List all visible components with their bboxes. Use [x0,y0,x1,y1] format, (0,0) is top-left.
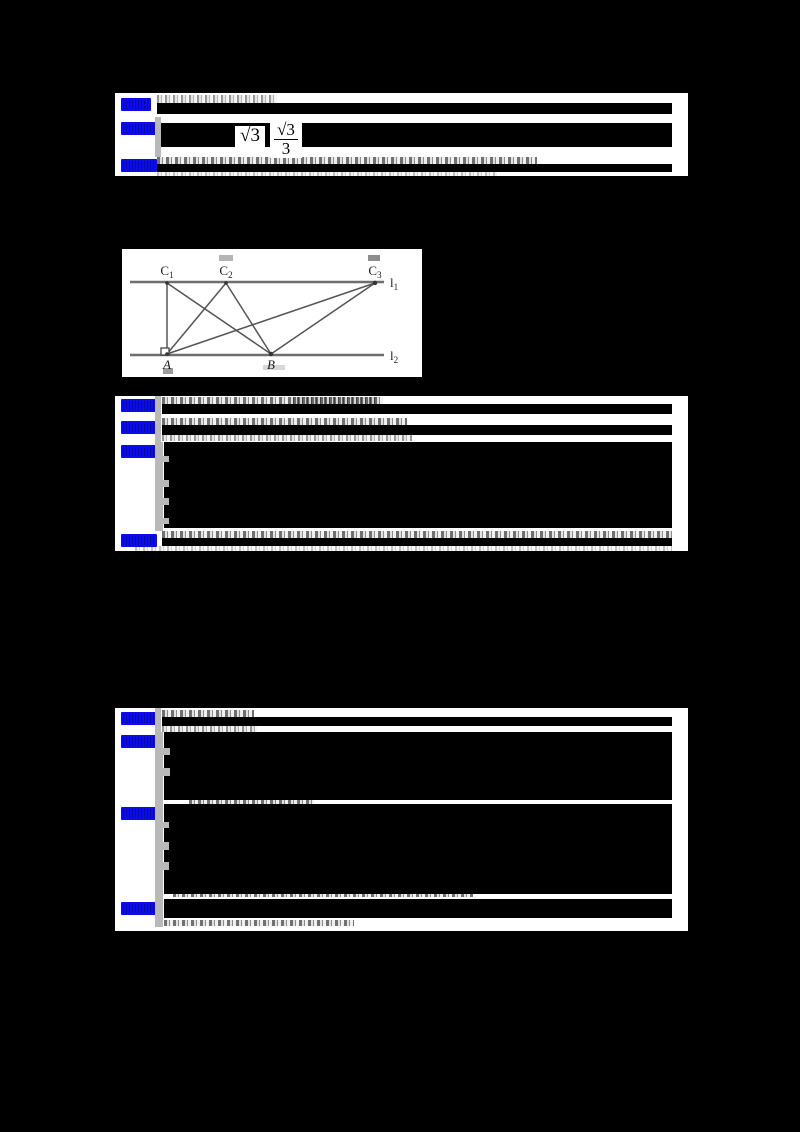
redacted-ghost-text [162,531,672,538]
segment-C1-B [166,282,272,355]
redacted-text-bar [164,804,672,894]
right-angle-marker-A [160,347,170,356]
row-gutter [163,862,169,870]
row-gutter [163,768,170,776]
label-line-l2: l2 [390,348,398,365]
question-label[interactable] [121,735,157,748]
segment-C3-B [270,282,376,355]
table-row [115,897,688,931]
table-row [115,157,688,176]
row-gutter [155,442,163,531]
question-label[interactable] [121,399,157,412]
table-row [115,396,688,418]
question-label[interactable] [121,98,151,111]
label-B: B [267,357,275,372]
row-gutter [163,748,170,755]
row-gutter [155,804,163,897]
question-label[interactable] [121,807,161,820]
redacted-ghost-text [135,546,672,551]
label-A: A [162,357,171,372]
segment-C2-B [225,282,272,355]
redacted-text-bar [157,103,672,114]
redacted-ghost-text [173,892,473,897]
redacted-ghost-text [157,157,537,165]
scan-artifact [263,365,285,370]
label-line-l1: l1 [390,275,398,292]
table-row [115,804,688,897]
table-row [115,93,688,117]
geometry-figure: C1 C2 C3 A B l1 l2 [122,249,422,377]
redacted-ghost-text [162,710,254,717]
row-gutter [163,518,169,524]
redacted-ghost-text [157,172,497,176]
redacted-ghost-text [162,435,412,441]
redacted-text-bar [157,164,672,172]
row-gutter [163,822,169,828]
row-gutter [155,418,161,442]
redacted-text-bar [162,404,672,414]
table-row [115,418,688,442]
vertex-B [268,351,274,357]
redacted-ghost-text [164,920,354,926]
geometry-diagram-svg: C1 C2 C3 A B l1 l2 [122,249,422,377]
redacted-text-bar [162,717,672,726]
row-gutter [155,732,163,804]
table-row [115,708,688,732]
table-row [115,732,688,805]
segment-C2-A [166,282,227,355]
question-label[interactable] [121,534,157,547]
redacted-text-bar [164,899,672,918]
redacted-text-bar [164,442,672,528]
solution-block-bottom [115,708,688,931]
vertex-C2 [224,281,228,285]
redacted-ghost-text [189,800,314,805]
question-label[interactable] [121,122,157,135]
formula-sqrt3-over-3: √3 3 [270,120,302,158]
redacted-text-bar [162,425,672,435]
table-row: √3 √3 3 [115,117,688,158]
question-label[interactable] [121,445,161,458]
redacted-ghost-text [162,726,257,732]
question-label[interactable] [121,712,157,725]
row-gutter [163,480,169,487]
formula-sqrt3: √3 [235,126,265,149]
row-gutter [163,456,169,462]
segment-C3-A [166,282,376,355]
redacted-ghost-text [293,397,383,404]
redacted-ghost-text [157,95,277,103]
row-gutter [163,498,169,505]
vertex-C3 [372,280,378,286]
table-row [115,442,688,531]
row-gutter [155,708,161,732]
row-gutter [155,117,161,157]
answer-block-top: √3 √3 3 [115,93,688,176]
table-row [115,531,688,551]
scan-artifact [368,255,380,261]
redacted-text-bar [164,732,672,800]
solution-block-middle [115,396,688,551]
row-gutter [155,897,163,927]
question-label[interactable] [121,159,157,172]
row-gutter [163,842,169,850]
redacted-text-bar [162,538,672,546]
question-label[interactable] [121,902,157,915]
vertex-A [165,352,169,356]
vertex-C1 [165,281,169,285]
redacted-ghost-text [162,418,407,425]
row-gutter [155,396,161,418]
scan-artifact [163,368,173,374]
question-label[interactable] [121,421,157,434]
redacted-ghost-text [162,397,377,404]
scan-artifact [219,255,233,261]
